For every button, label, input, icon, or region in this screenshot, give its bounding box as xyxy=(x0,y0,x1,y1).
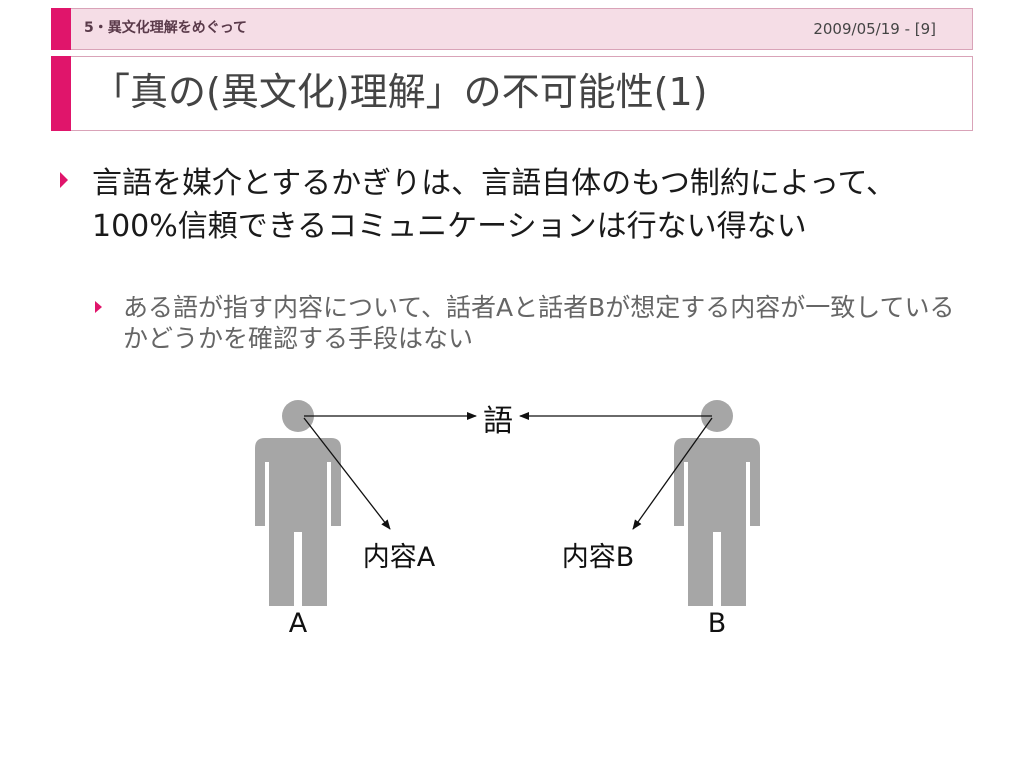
person-a-label: A xyxy=(289,608,308,639)
content-a-label: 内容A xyxy=(363,542,436,573)
title-bar xyxy=(51,56,973,131)
bullet-arrow-icon xyxy=(60,172,68,188)
person-b-label: B xyxy=(708,608,727,639)
word-label: 語 xyxy=(483,404,513,439)
arrow-a-to-content xyxy=(303,417,391,530)
main-bullet-text: 言語を媒介とするかぎりは、言語自体のもつ制約によって、100%信頼できるコミュニ… xyxy=(92,166,896,244)
section-label: 5・異文化理解をめぐって xyxy=(84,20,248,36)
header-accent xyxy=(51,8,71,50)
sub-bullet-text: ある語が指す内容について、話者Aと話者Bが想定する内容が一致しているかどうかを確… xyxy=(123,293,955,353)
slide-date: 2009/05/19 - [9] xyxy=(813,20,936,38)
arrow-b-to-content xyxy=(632,417,713,530)
title-accent xyxy=(51,56,71,131)
bullet-arrow-icon xyxy=(95,301,102,313)
sub-bullet: ある語が指す内容について、話者Aと話者Bが想定する内容が一致しているかどうかを確… xyxy=(95,292,965,354)
person-b-figure-icon xyxy=(674,400,760,606)
person-a-figure-icon xyxy=(255,400,341,606)
header-bar xyxy=(51,8,973,50)
slide-title: 「真の(異文化)理解」の不可能性(1) xyxy=(92,70,708,114)
content-b-label: 内容B xyxy=(562,542,635,573)
main-bullet: 言語を媒介とするかぎりは、言語自体のもつ制約によって、100%信頼できるコミュニ… xyxy=(60,162,950,248)
